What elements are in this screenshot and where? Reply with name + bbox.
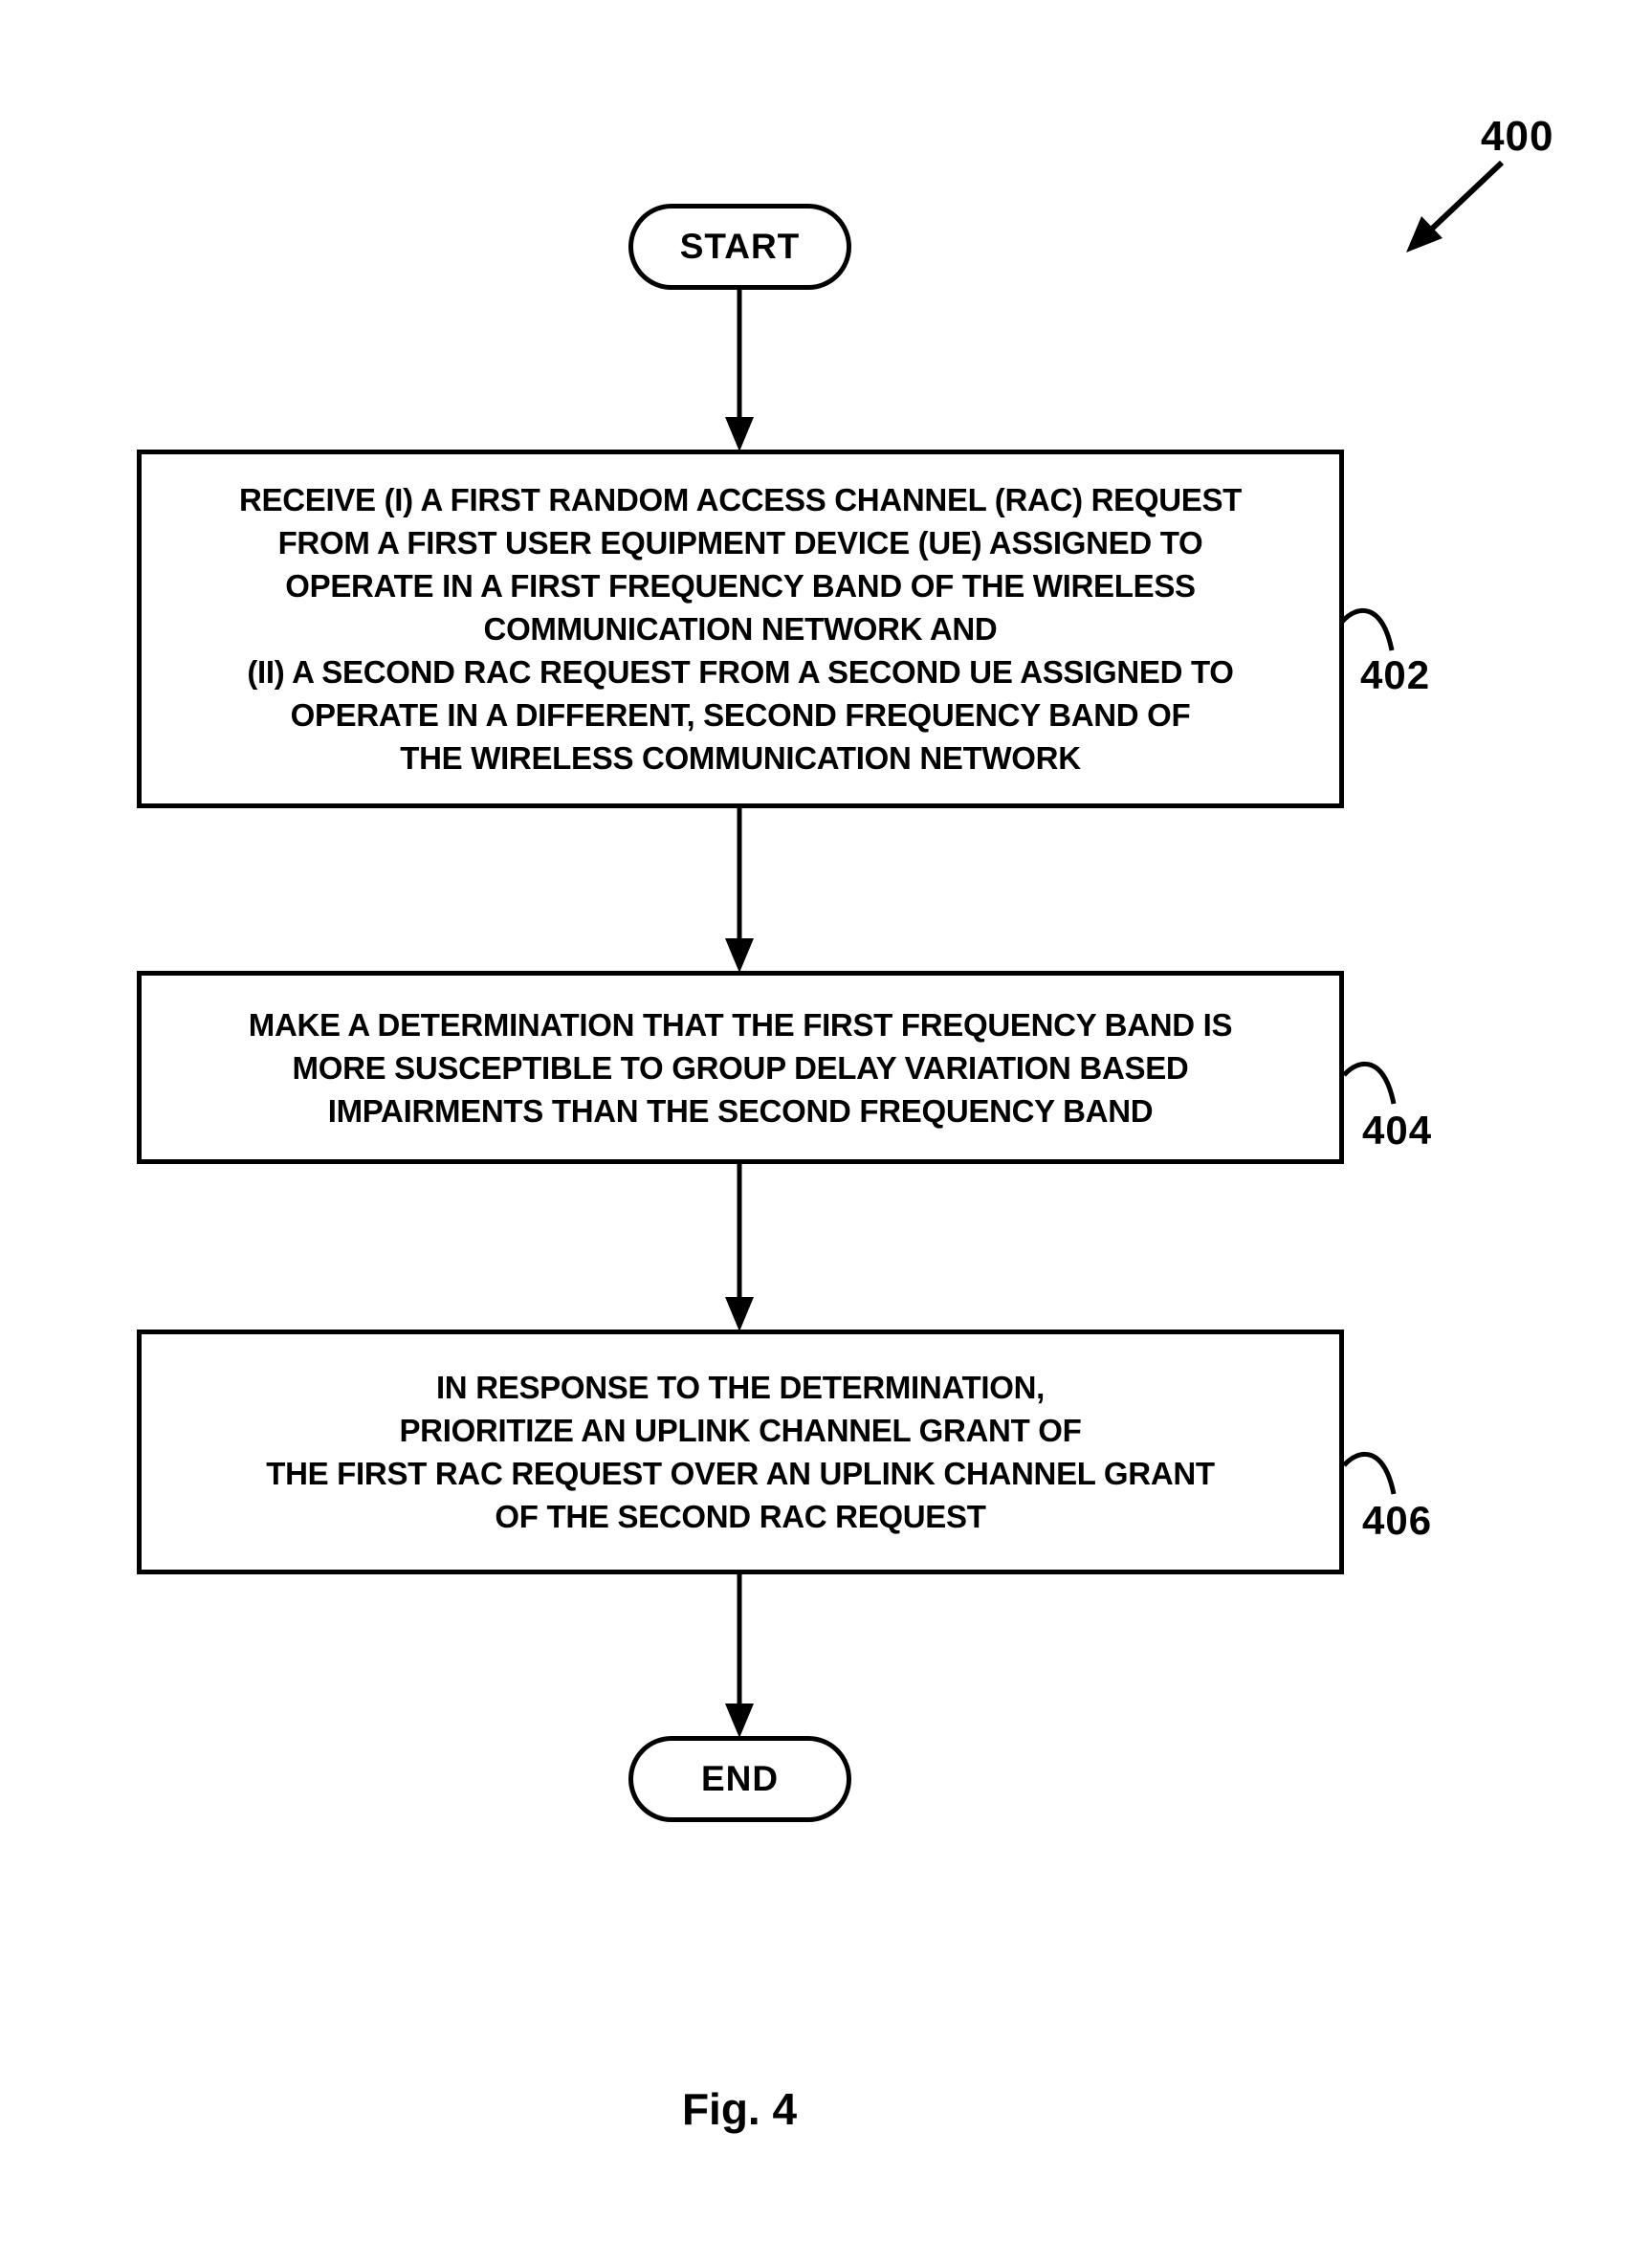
ref-406-connector-icon [1342,1451,1397,1495]
figure-caption: Fig. 4 [681,2084,798,2134]
figure-reference-arrow-icon [1406,160,1505,253]
end-terminal-label: END [700,1759,780,1798]
ref-404-connector-icon [1342,1061,1397,1105]
ref-label-402: 402 [1360,652,1431,697]
step-404-text: MAKE A DETERMINATION THAT THE FIRST FREQ… [248,1006,1233,1129]
ref-402-connector-icon [1340,607,1395,651]
step-box-402: RECEIVE (I) A FIRST RANDOM ACCESS CHANNE… [137,450,1344,808]
flow-arrow-down-icon [725,806,754,973]
step-406-text: IN RESPONSE TO THE DETERMINATION, PRIORI… [266,1370,1215,1534]
figure-reference-number: 400 [1481,113,1554,160]
ref-label-406: 406 [1362,1498,1433,1543]
step-box-406: IN RESPONSE TO THE DETERMINATION, PRIORI… [137,1330,1344,1574]
ref-label-404: 404 [1362,1108,1433,1153]
flow-arrow-down-icon [725,1162,754,1331]
step-402-text: RECEIVE (I) A FIRST RANDOM ACCESS CHANNE… [238,482,1243,776]
start-terminal: START [628,204,851,290]
start-terminal-label: START [679,227,801,266]
end-terminal: END [628,1736,851,1822]
flow-arrow-down-icon [725,287,754,451]
step-box-404: MAKE A DETERMINATION THAT THE FIRST FREQ… [137,971,1344,1164]
flow-arrow-down-icon [725,1572,754,1738]
